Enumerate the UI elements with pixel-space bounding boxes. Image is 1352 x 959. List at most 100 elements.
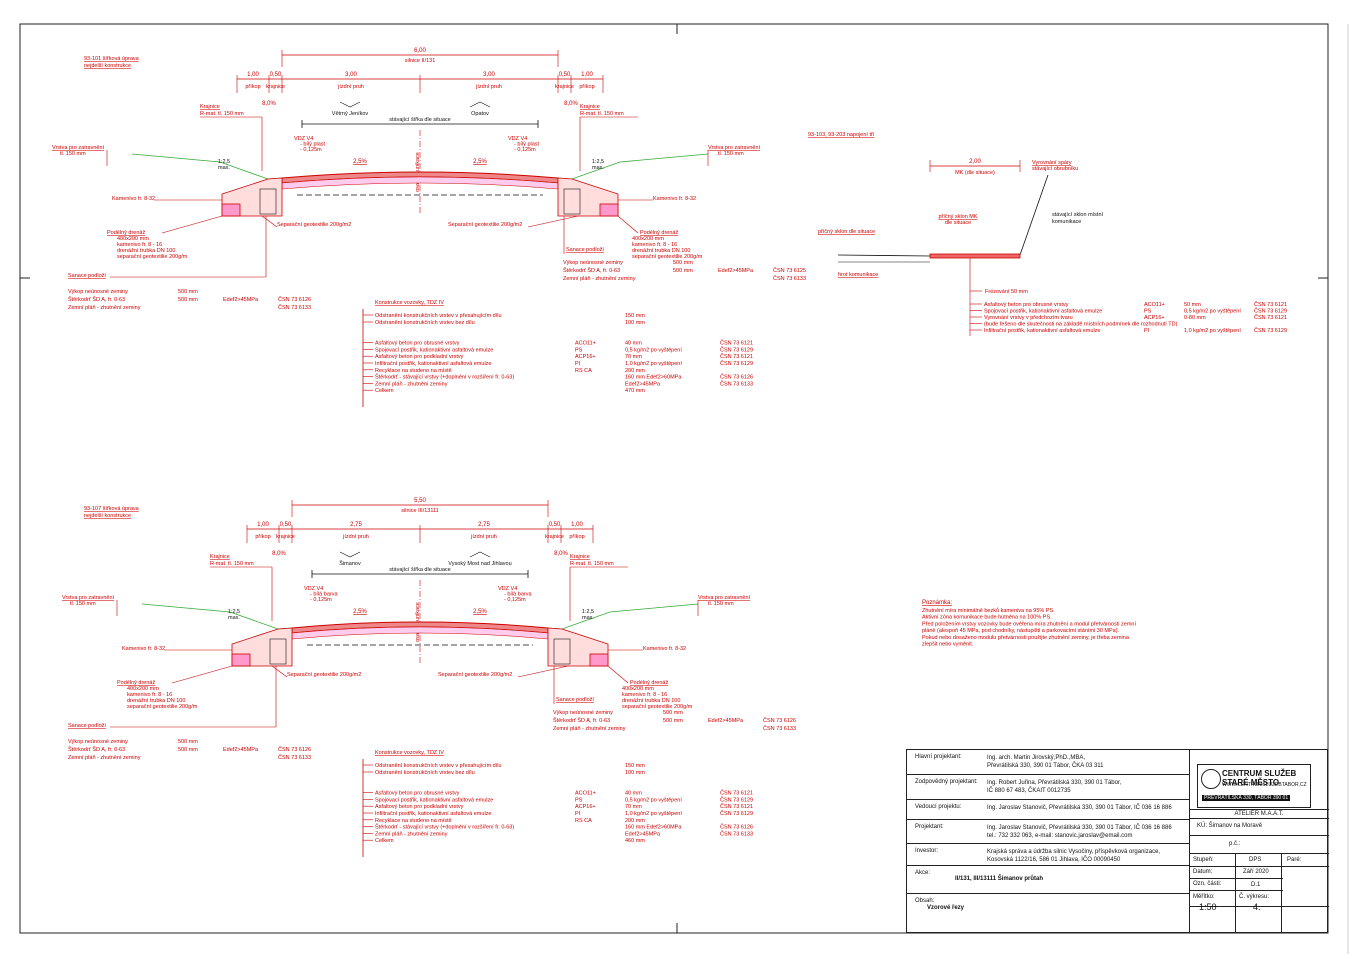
slope-ratio-max: max. bbox=[582, 615, 594, 621]
dim-chain-value: 3,00 bbox=[345, 72, 357, 78]
layer-left-cell: Štěrkodrť ŠD A, fr. 0-63 bbox=[68, 296, 125, 303]
drain-left-text: drenážní trubka DN 100 bbox=[127, 698, 185, 704]
construction-cell: Recyklace na studeno na místě bbox=[375, 368, 452, 374]
layer-left-cell: Výkop neúnosné zeminy bbox=[68, 739, 128, 745]
construction-cell: Asfaltový beton pro obrusné vrstvy bbox=[375, 791, 460, 797]
geotextile-left: Separační geotextilie 200g/m2 bbox=[287, 672, 361, 678]
ground-surface bbox=[547, 603, 699, 630]
dim-chain-label: jízdní pruh bbox=[337, 84, 364, 90]
vdz-marking-label: - 0,125m bbox=[310, 597, 332, 603]
detail-layer-cell: ACO11+ bbox=[1144, 302, 1165, 308]
construction-cell: Spojovací postřik, kationaktivní asfalto… bbox=[375, 347, 493, 353]
layer-right-cell: 500 mm bbox=[663, 718, 683, 724]
construction-cell: 150 mm bbox=[625, 313, 645, 319]
layer-right-cell: Výkop neúnosné zeminy bbox=[563, 260, 623, 266]
dim-chain-value: 1,00 bbox=[581, 72, 593, 78]
dim-chain-value: 2,75 bbox=[478, 522, 490, 528]
geotextile-left: Separační geotextilie 200g/m2 bbox=[277, 222, 351, 228]
leader bbox=[617, 215, 639, 234]
sanace-right: Sanace podloží bbox=[566, 247, 604, 253]
layer-right-cell: 500 mm bbox=[663, 710, 683, 716]
slope-ratio: 1:2,5 bbox=[592, 159, 604, 165]
layer-right-cell: ČSN 73 6133 bbox=[773, 275, 806, 282]
crossfall-right: 2,5% bbox=[473, 159, 487, 165]
cadastral-area: KÚ: Šimanov na Moravě bbox=[1189, 818, 1329, 836]
slope-ratio-max: max. bbox=[218, 165, 230, 171]
dim-chain-value: 0,50 bbox=[270, 72, 282, 78]
ground-surface bbox=[141, 603, 293, 630]
construction-cell: Odstranění konstrukčních vrstev v přesah… bbox=[375, 313, 502, 319]
tb-meta-grid: Stupeň: DPS Paré: Datum: Září 2020 Ozn. … bbox=[1189, 854, 1329, 932]
construction-cell: ČSN 73 6126 bbox=[720, 824, 753, 831]
detail-edge-2: stávající obrubníku bbox=[1032, 166, 1078, 172]
construction-cell: Infiltrační postřik, kationaktivní asfal… bbox=[375, 811, 491, 817]
krajnice-right: Krajnice bbox=[580, 104, 600, 110]
dim-chain-value: 3,00 bbox=[483, 72, 495, 78]
detail-layer-cell: ČSN 73 6129 bbox=[1254, 327, 1287, 334]
construction-cell: 160 mm Edef2>60MPa bbox=[625, 375, 682, 381]
sanace-left: Sanace podloží bbox=[68, 723, 106, 729]
detail-layer-cell: ČSN 73 6129 bbox=[1254, 308, 1287, 315]
notes-line: Pokud nebo dosaženo modulu přetvárnosti … bbox=[922, 635, 1130, 641]
vdz-marking-label: VDZ V4 bbox=[508, 136, 527, 142]
construction-cell: Zemní pláň - zhutnění zeminy bbox=[375, 831, 448, 837]
layer-left-cell: Edef2>45MPa bbox=[223, 297, 259, 303]
krajnice-left: Krajnice bbox=[210, 554, 230, 560]
kerb-block bbox=[269, 638, 287, 665]
tb-row-investor: Investor: Krajská správa a údržba silnic… bbox=[907, 844, 1189, 866]
construction-cell: RS CA bbox=[575, 818, 592, 824]
krajnice-left-spec: R-mat. tl. 150 mm bbox=[210, 561, 254, 567]
dim-chain-label: jízdní pruh bbox=[470, 534, 497, 540]
layer-left-cell: ČSN 73 6133 bbox=[278, 754, 311, 761]
tb-row-designer: Projektant: Ing. Jaroslav Stanovič, Přev… bbox=[907, 820, 1189, 844]
detail-width: 2,00 bbox=[969, 159, 981, 165]
construction-cell: ČSN 73 6129 bbox=[720, 360, 753, 367]
notes-line: Zhutnění míra minimálně bezků kameniva n… bbox=[922, 607, 1055, 614]
drain-left-text: kamenivo fr. 8 - 16 bbox=[117, 242, 162, 248]
tb-row-lead: Vedoucí projektu: Ing. Jaroslav Stanovič… bbox=[907, 800, 1189, 820]
construction-cell: 460 mm bbox=[625, 838, 645, 844]
construction-cell: ČSN 73 6121 bbox=[720, 340, 753, 347]
ground-surface bbox=[557, 153, 709, 180]
atelier-name: ATELIÉR M.A.A.T. bbox=[1189, 809, 1329, 817]
drain-right-text: Podélný drenáž bbox=[630, 680, 668, 686]
layer-left-cell: 500 mm bbox=[178, 747, 198, 753]
construction-cell: Celkem bbox=[375, 388, 394, 394]
construction-cell: 40 mm bbox=[625, 791, 642, 797]
construction-cell: Asfaltový beton pro podkladní vrstvy bbox=[375, 354, 464, 360]
date-value: Září 2020 bbox=[1243, 869, 1269, 875]
construction-cell: ČSN 73 6121 bbox=[720, 353, 753, 360]
drain-left-text: 400x200 mm bbox=[117, 236, 149, 242]
detail-layer-cell: Spojovací postřik, kationaktivní asfalto… bbox=[984, 309, 1102, 315]
detail-layer-cell: 1,0 kg/m2 po vyštěpení bbox=[1184, 328, 1241, 334]
slope-right: 8,0% bbox=[554, 551, 568, 557]
existing-width-label: stávající šířka dle situace bbox=[389, 117, 450, 123]
slope-ratio: 1:2,5 bbox=[582, 609, 594, 615]
tb-row-content: Obsah: Vzorové řezy bbox=[915, 898, 965, 911]
kerb-block bbox=[259, 188, 277, 215]
topsoil-right-spec: tl. 150 mm bbox=[718, 151, 744, 157]
detail-layer-cell: (bude řešeno dle skutečnosti na základě … bbox=[984, 322, 1178, 328]
drain-left-text: separační geotextilie 200g/m bbox=[127, 704, 198, 710]
drain-right-text: kamenivo fr. 8 - 16 bbox=[632, 242, 677, 248]
title-block: Hlavní projektant: Ing. arch. Martin Jir… bbox=[906, 749, 1329, 933]
slope-ratio: 1:2,5 bbox=[218, 159, 230, 165]
detail-layer-cell: ČSN 73 6121 bbox=[1254, 301, 1287, 308]
dim-chain-value: 0,50 bbox=[280, 522, 292, 528]
construction-cell: 470 mm bbox=[625, 388, 645, 394]
sanace-left: Sanace podloží bbox=[68, 273, 106, 279]
construction-cell: ACO11+ bbox=[575, 341, 596, 347]
detail-existing-2: komunikace bbox=[1052, 219, 1081, 225]
dim-chain-label: příkop bbox=[569, 534, 584, 540]
layer-left-cell: Edef2>45MPa bbox=[223, 747, 259, 753]
construction-cell: 40 mm bbox=[625, 341, 642, 347]
drain-right-text: drenážní trubka DN 100 bbox=[632, 248, 690, 254]
drain-right-text: drenážní trubka DN 100 bbox=[622, 698, 680, 704]
drain-left-text: Podélný drenáž bbox=[117, 680, 155, 686]
geotextile-right: Separační geotextilie 200g/m2 bbox=[438, 672, 512, 678]
drain-right-text: 400x200 mm bbox=[622, 686, 654, 692]
